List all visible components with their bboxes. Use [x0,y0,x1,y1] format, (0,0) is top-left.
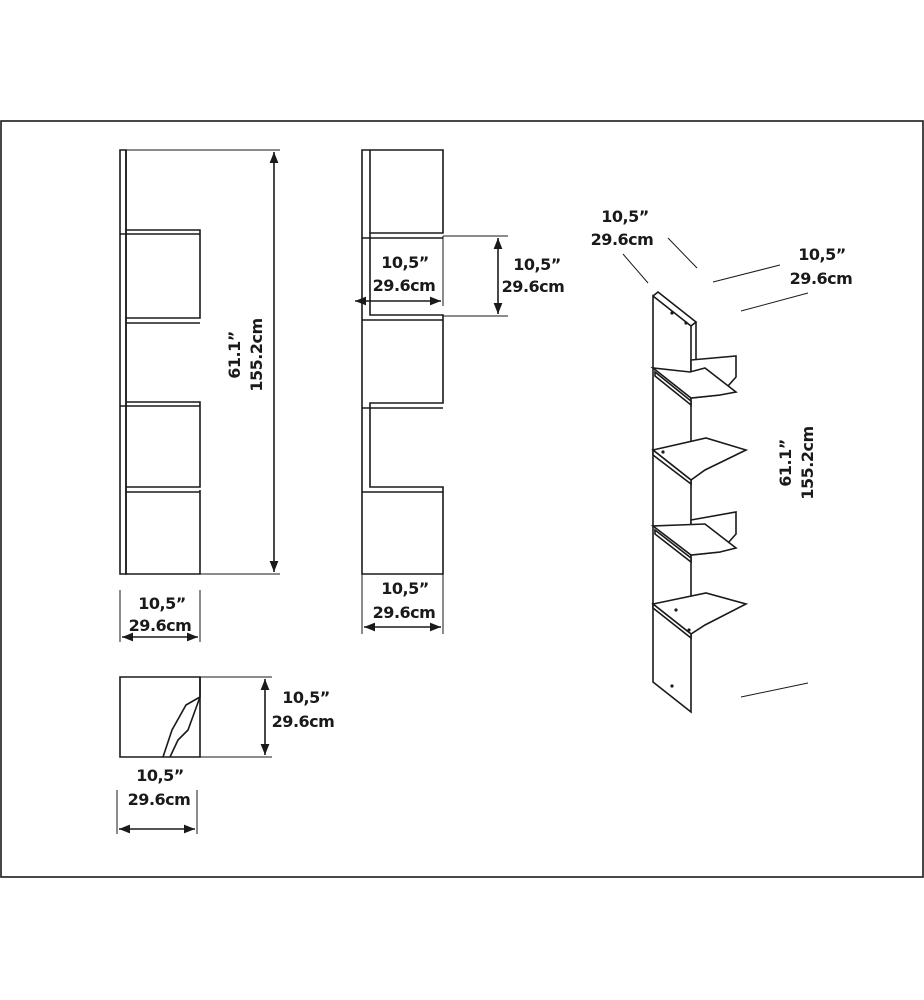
top-depth-in-label: 10,5” [282,688,330,707]
top-view-corner-fold [162,677,201,758]
side-view: 10,5” 29.6cm 10,5” 29.6cm 10,5” 29.6cm [355,149,565,634]
top-width-cm-label: 29.6cm [128,790,191,809]
top-view: 10,5” 29.6cm 10,5” 29.6cm [116,676,335,834]
front-height-in-label: 61.1” [225,331,244,379]
drawing-frame [0,120,924,878]
side-view-shelves [362,150,443,493]
front-view-shelves [120,229,201,493]
iso-view: 10,5” 29.6cm 10,5” 29.6cm 61.1” 155.2cm [591,207,853,714]
iso-left-in-label: 10,5” [601,207,649,226]
top-width-in-label: 10,5” [136,766,184,785]
side-shelf-in-label: 10,5” [513,255,561,274]
front-view: 61.1” 155.2cm 10,5” 29.6cm [119,149,280,642]
front-width-cm-label: 29.6cm [129,616,192,635]
iso-main-panel [652,294,692,714]
front-height-cm-label: 155.2cm [247,318,266,391]
side-width-in-label: 10,5” [381,579,429,598]
top-view-outline [119,676,201,758]
side-depth-in-label: 10,5” [381,253,429,272]
side-view-outline [361,149,444,575]
iso-height-cm-label: 155.2cm [798,426,817,499]
iso-right-in-label: 10,5” [798,245,846,264]
front-width-in-label: 10,5” [138,594,186,613]
side-depth-cm-label: 29.6cm [373,276,436,295]
front-view-back-panel [125,150,201,575]
top-depth-cm-label: 29.6cm [272,712,335,731]
side-width-cm-label: 29.6cm [373,603,436,622]
iso-left-cm-label: 29.6cm [591,230,654,249]
iso-right-cm-label: 29.6cm [790,269,853,288]
side-shelf-cm-label: 29.6cm [502,277,565,296]
iso-height-in-label: 61.1” [776,439,795,487]
front-view-outline [119,149,127,575]
